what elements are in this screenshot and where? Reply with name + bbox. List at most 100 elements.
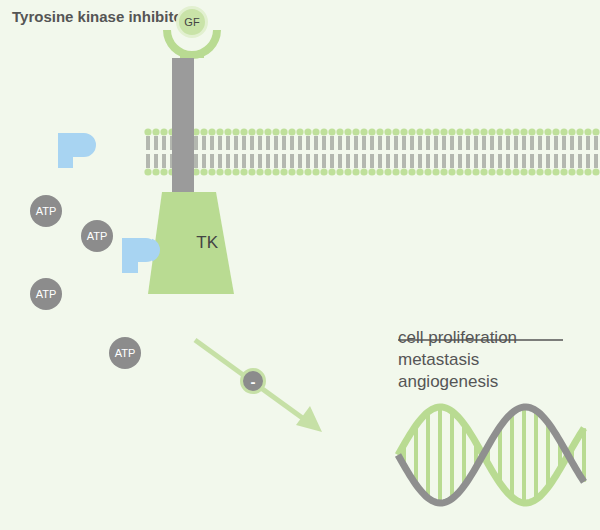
lipid-head bbox=[288, 128, 295, 135]
lipid-tail bbox=[309, 136, 310, 150]
lipid-tail bbox=[509, 136, 510, 150]
lipid-head bbox=[376, 168, 383, 175]
lipid-head bbox=[416, 168, 423, 175]
lipid-tail bbox=[411, 154, 412, 168]
lipid-tail bbox=[163, 154, 164, 168]
lipid-head bbox=[336, 128, 343, 135]
lipid-head bbox=[288, 168, 295, 175]
lipid-tail bbox=[269, 136, 270, 150]
lipid-tail bbox=[149, 136, 150, 150]
lipid-head bbox=[368, 168, 375, 175]
lipid-head bbox=[320, 128, 327, 135]
lipid-tail bbox=[499, 154, 500, 168]
lipid-tail bbox=[171, 154, 172, 168]
lipid-tail bbox=[253, 136, 254, 150]
lipid-head bbox=[488, 128, 495, 135]
lipid-head bbox=[504, 168, 511, 175]
lipid-head bbox=[256, 128, 263, 135]
lipid-tail bbox=[341, 136, 342, 150]
lipid-head bbox=[392, 128, 399, 135]
growth-factor: GF bbox=[176, 6, 208, 38]
lipid-tail bbox=[389, 136, 390, 150]
lipid-tail bbox=[541, 136, 542, 150]
lipid-head bbox=[160, 168, 167, 175]
lipid-head bbox=[208, 168, 215, 175]
lipid-tail bbox=[411, 136, 412, 150]
lipid-tail bbox=[597, 136, 598, 150]
lipid-head bbox=[392, 168, 399, 175]
atp-molecule: ATP bbox=[109, 337, 141, 369]
base-pair bbox=[498, 427, 502, 483]
lipid-tail bbox=[429, 154, 430, 168]
lipid-tail bbox=[195, 136, 196, 150]
lipid-head bbox=[200, 168, 207, 175]
lipid-head bbox=[264, 128, 271, 135]
lipid-tail bbox=[205, 154, 206, 168]
kinase-body bbox=[148, 192, 234, 294]
lipid-tail bbox=[443, 136, 444, 150]
outcome-label: metastasis bbox=[398, 350, 479, 370]
node-label: GF bbox=[184, 16, 199, 28]
lipid-tail bbox=[555, 154, 556, 168]
lipid-head bbox=[576, 168, 583, 175]
lipid-tail bbox=[579, 154, 580, 168]
lipid-tail bbox=[571, 154, 572, 168]
lipid-tail bbox=[259, 154, 260, 168]
lipid-head bbox=[552, 128, 559, 135]
lipid-head bbox=[512, 168, 519, 175]
lipid-tail bbox=[589, 136, 590, 150]
lipid-head bbox=[144, 128, 151, 135]
lipid-tail bbox=[325, 136, 326, 150]
lipid-head bbox=[216, 168, 223, 175]
lipid-head bbox=[480, 168, 487, 175]
lipid-head bbox=[432, 128, 439, 135]
lipid-tail bbox=[195, 154, 196, 168]
lipid-tail bbox=[531, 154, 532, 168]
lipid-tail bbox=[549, 154, 550, 168]
lipid-tail bbox=[397, 136, 398, 150]
lipid-tail bbox=[323, 136, 324, 150]
lipid-tail bbox=[579, 136, 580, 150]
node-label: ATP bbox=[36, 288, 57, 300]
lipid-tail bbox=[245, 136, 246, 150]
lipid-tail bbox=[419, 136, 420, 150]
lipid-tail bbox=[331, 154, 332, 168]
lipid-head bbox=[472, 128, 479, 135]
lipid-head bbox=[216, 128, 223, 135]
lipid-tail bbox=[293, 136, 294, 150]
atp-molecule: ATP bbox=[81, 220, 113, 252]
lipid-tail bbox=[523, 136, 524, 150]
lipid-tail bbox=[493, 154, 494, 168]
lipid-tail bbox=[459, 136, 460, 150]
lipid-tail bbox=[405, 154, 406, 168]
lipid-tail bbox=[333, 136, 334, 150]
lipid-tail bbox=[469, 154, 470, 168]
lipid-tail bbox=[501, 136, 502, 150]
lipid-tail bbox=[227, 154, 228, 168]
lipid-tail bbox=[453, 136, 454, 150]
lipid-tail bbox=[427, 136, 428, 150]
lipid-tail bbox=[299, 154, 300, 168]
lipid-tail bbox=[147, 154, 148, 168]
lipid-tail bbox=[421, 154, 422, 168]
lipid-head bbox=[160, 128, 167, 135]
lipid-tail bbox=[293, 154, 294, 168]
lipid-tail bbox=[485, 154, 486, 168]
lipid-tail bbox=[547, 154, 548, 168]
lipid-head bbox=[344, 168, 351, 175]
lipid-tail bbox=[331, 136, 332, 150]
lipid-head bbox=[376, 128, 383, 135]
inhibition-sign: - bbox=[240, 368, 266, 394]
receptor-neck bbox=[180, 52, 204, 58]
lipid-tail bbox=[597, 154, 598, 168]
outcome-label: angiogenesis bbox=[398, 372, 498, 392]
lipid-head bbox=[584, 128, 591, 135]
base-pair bbox=[462, 424, 466, 486]
lipid-head bbox=[528, 168, 535, 175]
lipid-head bbox=[576, 128, 583, 135]
lipid-head bbox=[304, 128, 311, 135]
lipid-tail bbox=[157, 136, 158, 150]
lipid-tail bbox=[571, 136, 572, 150]
